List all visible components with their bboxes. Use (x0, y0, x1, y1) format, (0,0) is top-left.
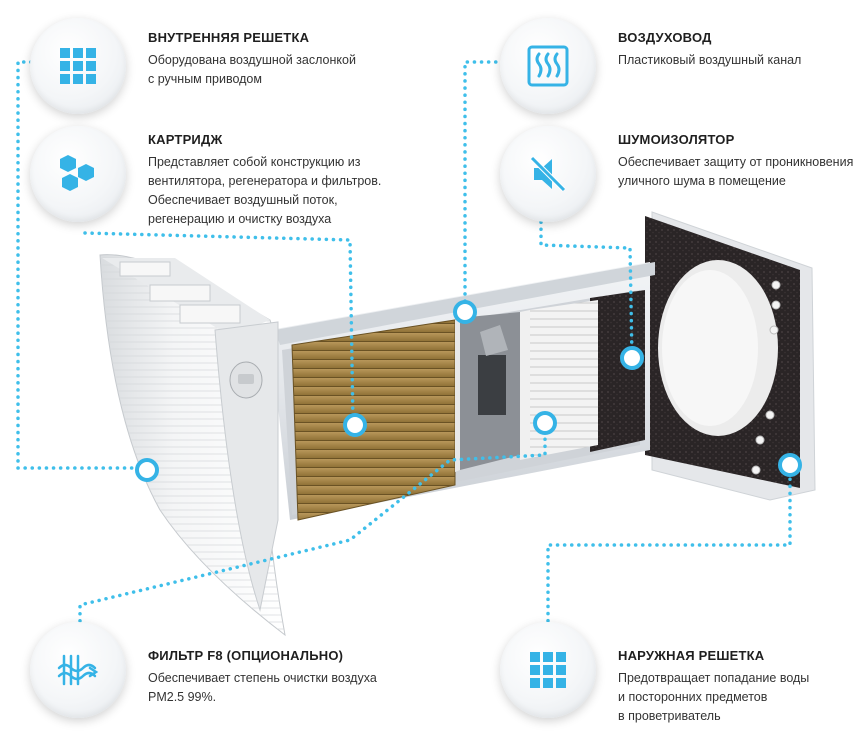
callout-description: Оборудована воздушной заслонкой с ручным… (148, 53, 356, 86)
outer-grille-icon-circle (500, 622, 596, 718)
marker-outer-grille (778, 453, 802, 477)
cartridge-icon-circle (30, 126, 126, 222)
callout-cartridge: КАРТРИДЖ Представляет собой конструкцию … (148, 132, 448, 229)
callout-noise-insulator: ШУМОИЗОЛЯТОР Обеспечивает защиту от прон… (618, 132, 862, 191)
callout-title: ВНУТРЕННЯЯ РЕШЕТКА (148, 30, 310, 45)
callout-title: ФИЛЬТР F8 (ОПЦИОНАЛЬНО) (148, 648, 344, 663)
callout-filter: ФИЛЬТР F8 (ОПЦИОНАЛЬНО) Обеспечивает сте… (148, 648, 448, 707)
connector-cartridge (83, 231, 355, 427)
callout-title: ВОЗДУХОВОД (618, 30, 712, 45)
grid-icon (530, 652, 566, 688)
filter-icon (57, 654, 99, 686)
filter-icon-circle (30, 622, 126, 718)
connector-filter (78, 423, 547, 642)
callout-description: Представляет собой конструкцию из вентил… (148, 155, 382, 226)
callout-description: Обеспечивает защиту от проникновения ули… (618, 155, 854, 188)
callout-air-duct: ВОЗДУХОВОД Пластиковый воздушный канал (618, 30, 858, 70)
connector-outer-grille (546, 463, 792, 632)
connector-noise-insulator (539, 213, 634, 360)
callout-outer-grille: НАРУЖНАЯ РЕШЕТКА Предотвращает попадание… (618, 648, 858, 726)
grid-icon (60, 48, 96, 84)
callout-description: Предотвращает попадание воды и посторонн… (618, 671, 810, 723)
callout-inner-grille: ВНУТРЕННЯЯ РЕШЕТКА Оборудована воздушной… (148, 30, 448, 89)
callout-title: ШУМОИЗОЛЯТОР (618, 132, 735, 147)
callout-description: Обеспечивает степень очистки воздуха PM2… (148, 671, 377, 704)
marker-filter (533, 411, 557, 435)
callout-title: КАРТРИДЖ (148, 132, 223, 147)
honeycomb-icon (60, 155, 94, 191)
mute-speaker-icon (530, 156, 566, 192)
noise-insulator-icon-circle (500, 126, 596, 222)
inner-grille-icon-circle (30, 18, 126, 114)
connector-inner-grille (16, 60, 139, 470)
callout-title: НАРУЖНАЯ РЕШЕТКА (618, 648, 765, 663)
marker-noise-insulator (620, 346, 644, 370)
marker-cartridge (343, 413, 367, 437)
callout-description: Пластиковый воздушный канал (618, 53, 802, 67)
connector-air-duct (463, 60, 512, 314)
marker-inner-grille (135, 458, 159, 482)
air-duct-icon-circle (500, 18, 596, 114)
heat-waves-icon (527, 45, 569, 87)
marker-air-duct (453, 300, 477, 324)
